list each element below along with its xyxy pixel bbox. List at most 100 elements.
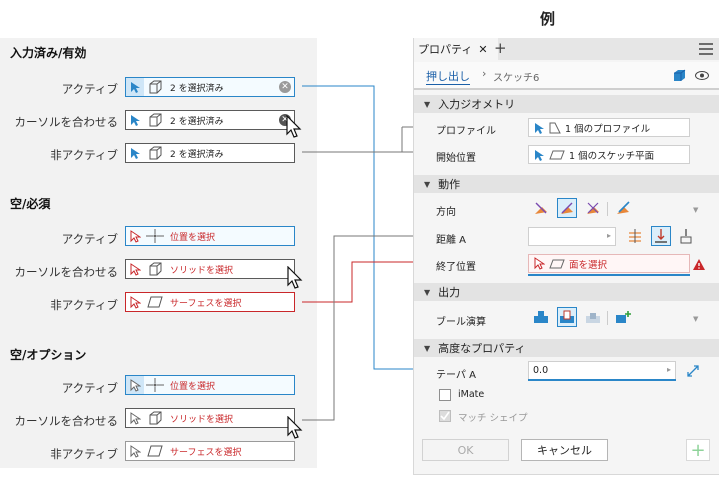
join-button[interactable] [531,307,551,327]
state-reference-panel: 入力済み/有効 アクティブ 2 を選択済み ✕ カーソルを合わせる 2 を選択済… [0,38,317,468]
row-label-hover: カーソルを合わせる [14,265,119,279]
selector-filled-inactive[interactable]: 2 を選択済み [125,143,295,163]
profile-selector[interactable]: 1 個のプロファイル [528,118,690,137]
row-label-hover: カーソルを合わせる [14,115,119,129]
point-icon [146,227,164,245]
selector-filled-active[interactable]: 2 を選択済み ✕ [125,77,295,97]
direction-default-button[interactable] [531,198,551,218]
dropdown-arrow-icon[interactable]: ▼ [693,315,699,323]
select-arrow-icon [531,255,547,272]
select-arrow-icon [126,111,144,129]
section-title-empty-optional: 空/オプション [10,348,87,362]
plane-icon [549,150,565,160]
taper-label: テーパ A [436,370,476,381]
select-arrow-icon [126,144,144,162]
direction-default-icon [535,202,547,214]
selector-required-active[interactable]: 位置を選択 [125,226,295,246]
cut-icon [560,310,574,323]
clear-icon[interactable]: ✕ [279,81,291,93]
menu-icon[interactable] [699,43,713,55]
expand-arrow-icon[interactable]: ▸ [666,365,671,374]
match-shape-label: マッチ シェイプ [458,413,528,424]
tab-properties[interactable]: プロパティ ✕ [414,38,498,60]
row-label-hover: カーソルを合わせる [14,414,119,428]
select-arrow-icon [126,260,144,278]
new-solid-icon [616,311,631,323]
selector-text: ソリッドを選択 [170,414,234,425]
eye-icon[interactable] [695,71,709,80]
group-title: 入力ジオメトリ [438,98,516,111]
flip-taper-icon[interactable] [686,364,700,378]
section-title-empty-required: 空/必須 [10,197,51,211]
boolean-label: ブール演算 [436,317,486,328]
cube-icon[interactable] [673,69,686,82]
row-label-inactive: 非アクティブ [50,447,118,461]
ok-button[interactable]: OK [422,439,509,461]
surface-icon [146,442,164,460]
selector-optional-hover[interactable]: ソリッドを選択 [125,408,295,428]
selector-optional-inactive[interactable]: サーフェスを選択 [125,441,295,461]
close-icon[interactable]: ✕ [478,42,488,56]
cut-button[interactable] [557,307,577,327]
section-title-filled: 入力済み/有効 [10,46,87,60]
direction-label: 方向 [436,207,456,218]
direction-flipped-button[interactable] [557,198,577,218]
profile-shape-icon [549,122,561,134]
mouse-pointer-icon [286,115,302,138]
selector-text: 位置を選択 [170,232,216,243]
through-all-button[interactable] [676,226,696,246]
group-title: 出力 [438,286,461,299]
add-tab-icon[interactable]: + [494,39,507,57]
dropdown-arrow-icon[interactable]: ▼ [693,206,699,214]
mouse-pointer-icon [287,266,303,289]
taper-input[interactable]: 0.0 ▸ [528,361,676,380]
solid-icon [146,260,164,278]
solid-icon [146,409,164,427]
selector-optional-active[interactable]: 位置を選択 [125,375,295,395]
group-header-behavior[interactable]: ▼ 動作 [414,175,719,193]
mouse-pointer-icon [287,416,303,439]
end-selector[interactable]: 面を選択 [528,254,690,273]
start-selector[interactable]: 1 個のスケッチ平面 [528,145,690,164]
collapse-triangle-icon: ▼ [424,287,431,297]
select-arrow-icon [126,227,144,245]
distance-mode-button[interactable] [625,226,645,246]
collapse-triangle-icon: ▼ [424,343,431,353]
group-header-advanced[interactable]: ▼ 高度なプロパティ [414,339,719,357]
direction-symmetric-button[interactable] [583,198,603,218]
new-solid-button[interactable] [613,307,633,327]
point-icon [146,376,164,394]
to-mode-button[interactable] [651,226,671,246]
intersect-button[interactable] [583,307,603,327]
group-header-input-geometry[interactable]: ▼ 入力ジオメトリ [414,95,719,113]
breadcrumb-link-extrude[interactable]: 押し出し [426,70,470,85]
properties-panel: プロパティ ✕ + 押し出し › スケッチ6 ▼ 入力ジオメトリ プロファイル … [413,38,719,475]
end-label: 終了位置 [436,262,476,273]
breadcrumb-current: スケッチ6 [493,73,540,84]
selector-text: サーフェスを選択 [170,447,242,458]
group-header-output[interactable]: ▼ 出力 [414,283,719,301]
group-title: 高度なプロパティ [438,342,526,355]
select-arrow-icon [126,293,144,311]
direction-asymmetric-button[interactable] [613,198,633,218]
cancel-button[interactable]: キャンセル [521,439,608,461]
solid-icon [146,111,164,129]
taper-value: 0.0 [533,365,549,376]
solid-icon [146,144,164,162]
collapse-triangle-icon: ▼ [424,99,431,109]
distance-input[interactable]: ▸ [528,227,616,246]
selector-text: 位置を選択 [170,381,216,392]
imate-checkbox[interactable] [439,389,451,401]
select-arrow-icon [126,409,144,427]
active-underline [528,379,676,381]
select-arrow-icon [126,442,144,460]
expand-arrow-icon[interactable]: ▸ [606,231,611,240]
solid-icon [146,78,164,96]
profile-value: 1 個のプロファイル [565,123,651,135]
selector-required-hover[interactable]: ソリッドを選択 [125,259,295,279]
match-shape-checkbox[interactable] [439,410,451,422]
surface-icon [146,293,164,311]
apply-button[interactable]: + [686,439,710,461]
selector-required-inactive[interactable]: サーフェスを選択 [125,292,295,312]
